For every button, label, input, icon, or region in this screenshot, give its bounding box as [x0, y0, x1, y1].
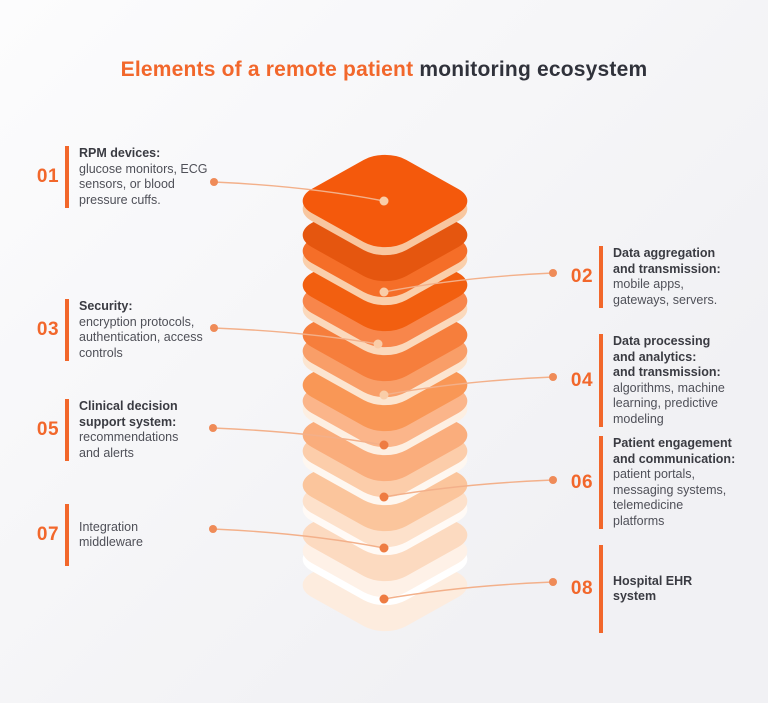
accent-bar: [65, 146, 69, 208]
accent-bar: [599, 246, 603, 308]
body-line: gateways, servers.: [613, 292, 718, 307]
item-number: 03: [36, 319, 60, 340]
accent-bar: [599, 436, 603, 529]
item-number: 07: [36, 524, 60, 545]
heading-line: and transmission:: [613, 365, 721, 379]
page-title: Elements of a remote patient monitoring …: [0, 58, 768, 82]
item-number: 02: [570, 266, 594, 287]
heading-line: system: [613, 589, 657, 603]
body-line: pressure cuffs.: [79, 192, 161, 207]
body-line: platforms: [613, 513, 665, 528]
page-title-rest: monitoring ecosystem: [419, 58, 648, 81]
heading-line: RPM devices:: [79, 146, 161, 160]
body-line: telemedicine: [613, 498, 684, 512]
stack-tile-1: [290, 147, 480, 298]
heading-line: Patient engagement: [613, 436, 732, 450]
heading-line: Security:: [79, 299, 133, 313]
heading-line: Clinical decision: [79, 399, 178, 413]
heading-line: Hospital EHR: [613, 573, 693, 588]
accent-bar: [599, 545, 603, 633]
body-line: patient portals,: [613, 467, 695, 481]
body-line: messaging systems,: [613, 482, 727, 497]
item-number: 08: [570, 578, 594, 599]
heading-line: Data aggregation: [613, 246, 716, 260]
body-line: modeling: [613, 411, 664, 426]
accent-bar: [65, 504, 69, 566]
heading-line: and analytics:: [613, 349, 697, 364]
body-line: Integration: [79, 519, 139, 534]
heading-line: and communication:: [613, 451, 736, 466]
accent-bar: [599, 334, 603, 427]
body-line: mobile apps,: [613, 277, 684, 291]
accent-bar: [65, 399, 69, 461]
item-number: 06: [570, 471, 594, 493]
body-line: middleware: [79, 535, 143, 549]
body-line: recommendations: [79, 430, 179, 444]
body-line: controls: [79, 345, 123, 360]
heading-line: Data processing: [613, 334, 711, 348]
item-number: 01: [36, 166, 60, 187]
item-number: 05: [36, 419, 60, 440]
page-title-highlight: Elements of a remote patient: [120, 58, 414, 81]
body-line: sensors, or blood: [79, 177, 175, 191]
heading-line: and transmission:: [613, 261, 721, 276]
body-line: encryption protocols,: [79, 314, 195, 329]
item-number: 04: [570, 369, 594, 391]
accent-bar: [65, 299, 69, 361]
item-text: Security:encryption protocols,authentica…: [79, 299, 203, 361]
body-line: learning, predictive: [613, 396, 718, 410]
item-03: 03 Security:encryption protocols,authent…: [34, 299, 203, 361]
body-line: authentication, access: [79, 330, 203, 344]
body-line: and alerts: [79, 445, 134, 460]
body-line: glucose monitors, ECG: [79, 161, 208, 176]
heading-line: support system:: [79, 414, 177, 429]
body-line: algorithms, machine: [613, 380, 725, 395]
